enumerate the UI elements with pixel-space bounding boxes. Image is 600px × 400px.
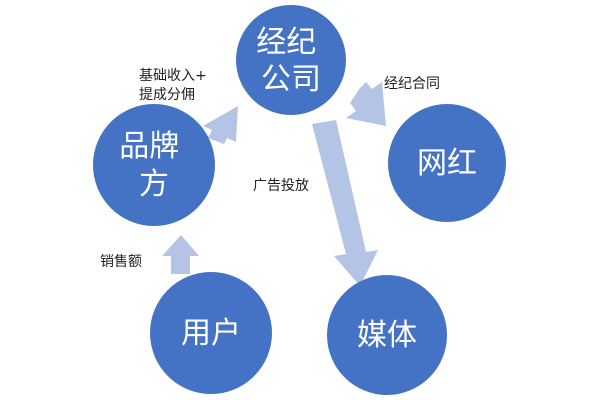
arrow-brand-to-agency <box>203 106 238 144</box>
node-brand: 品牌 方 <box>93 104 215 226</box>
node-influencer-circle <box>388 104 506 222</box>
node-agency-line-2: 公司 <box>261 62 321 97</box>
node-user: 用户 <box>150 272 272 394</box>
arrow-agency-to-influencer <box>346 82 386 126</box>
node-media-line-1: 媒体 <box>357 318 417 353</box>
node-agency-line-1: 经纪 <box>256 25 316 60</box>
node-brand-line-1: 品牌 <box>119 129 179 164</box>
node-brand-circle <box>93 104 215 226</box>
edge-label-agency-to-media-line-1: 广告投放 <box>253 178 309 194</box>
node-media-label: 媒体 <box>357 318 417 353</box>
edge-label-user-to-brand-line-1: 销售额 <box>100 254 142 270</box>
arrow-user-to-brand <box>162 235 199 274</box>
node-agency: 经纪 公司 <box>236 5 346 115</box>
edge-label-agency-to-influencer: 经纪合同 <box>384 76 440 92</box>
node-influencer-line-1: 网红 <box>417 146 477 181</box>
node-user-line-1: 用户 <box>181 316 241 351</box>
edge-label-brand-to-agency-line-2: 提成分佣 <box>139 87 195 103</box>
node-brand-line-2: 方 <box>139 167 169 202</box>
edge-label-agency-to-influencer-line-1: 经纪合同 <box>384 76 440 92</box>
node-influencer-label: 网红 <box>417 146 477 181</box>
edge-label-brand-to-agency: 基础收入+ 提成分佣 <box>139 67 211 103</box>
node-media-circle <box>327 275 447 395</box>
node-influencer: 网红 <box>388 104 506 222</box>
edge-label-user-to-brand: 销售额 <box>100 254 142 270</box>
node-user-label: 用户 <box>181 316 241 351</box>
arrows <box>162 82 386 286</box>
node-agency-circle <box>236 5 346 115</box>
node-agency-label: 经纪 公司 <box>256 25 326 97</box>
edge-label-brand-to-agency-line-1: 基础收入+ <box>139 67 207 84</box>
node-user-circle <box>150 272 272 394</box>
node-media: 媒体 <box>327 275 447 395</box>
arrow-agency-to-media <box>312 120 378 286</box>
edge-label-agency-to-media: 广告投放 <box>253 178 309 194</box>
node-brand-label: 品牌 方 <box>119 129 189 202</box>
